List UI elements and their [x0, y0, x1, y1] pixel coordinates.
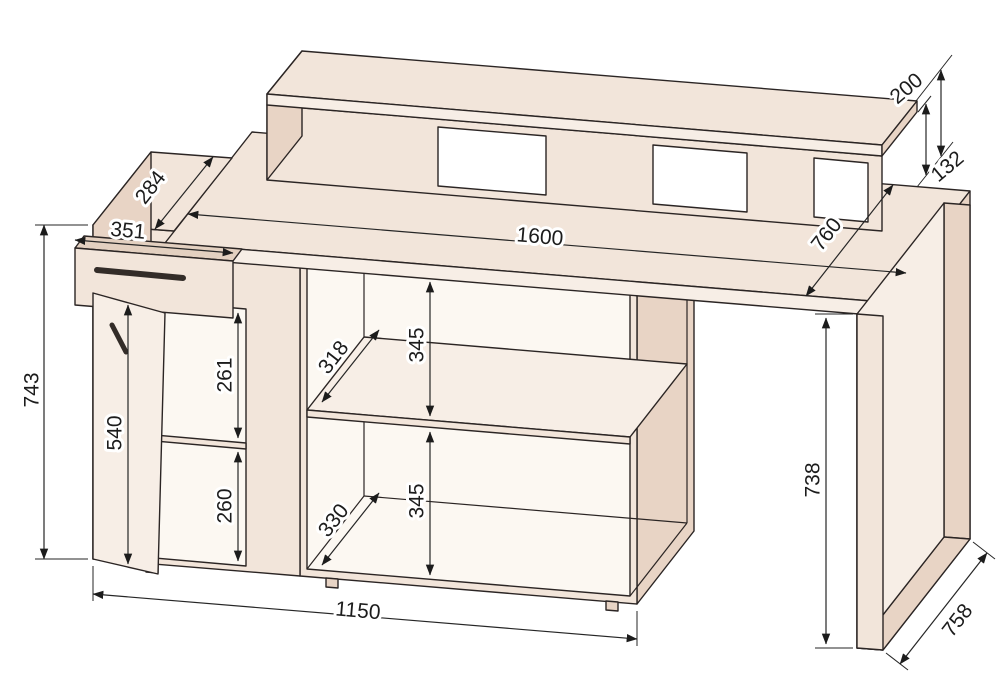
dim-label-total-height: 743 — [20, 372, 43, 407]
riser-support-opening — [813, 157, 869, 223]
dim-label-lower-compartment-height: 345 — [405, 483, 428, 518]
riser-support-opening — [652, 144, 748, 213]
dim-738: 738 — [798, 313, 853, 649]
dim-label-upper-compartment-height: 345 — [405, 327, 428, 362]
dim-345-upper: 345 — [402, 281, 435, 417]
dim-label-riser-opening-height: 132 — [927, 147, 969, 187]
middle-shelf-edge — [306, 409, 631, 445]
drawer-handle — [94, 267, 186, 281]
dim-label-desktop-length: 1600 — [516, 223, 565, 250]
dim-351: 351 — [74, 215, 234, 257]
dim-260: 260 — [210, 451, 243, 562]
riser-support-opening — [437, 126, 547, 196]
leg-front-edge — [856, 313, 884, 651]
dim-743: 743 — [17, 224, 88, 560]
dim-540: 540 — [100, 304, 133, 565]
dim-label-cabinet-lower-compartment: 260 — [213, 488, 236, 523]
dim-1150: 1150 — [92, 566, 638, 646]
dim-261: 261 — [210, 312, 243, 439]
riser-right-end — [881, 100, 918, 157]
riser-shelf — [266, 50, 918, 157]
leg-back-edge — [943, 202, 971, 540]
foot — [325, 577, 339, 589]
dim-label-door-height: 540 — [103, 415, 126, 450]
dim-label-drawer-width: 351 — [109, 218, 146, 244]
riser-support — [266, 61, 883, 232]
dim-label-panel-depth: 758 — [938, 600, 978, 642]
dim-label-panel-height: 738 — [801, 462, 824, 497]
dim-345-lower: 345 — [402, 431, 435, 576]
door-handle — [109, 322, 129, 355]
dim-label-cabinet-upper-compartment: 261 — [213, 357, 236, 392]
dim-label-base-length: 1150 — [334, 597, 381, 624]
foot — [605, 600, 619, 612]
dim-132: 132 — [917, 95, 971, 190]
